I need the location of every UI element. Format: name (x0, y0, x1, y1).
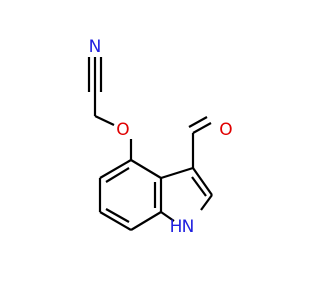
molecule-diagram: N O O H N (87, 37, 233, 237)
indole-hydrogen-label: H (170, 217, 183, 237)
pyrrole-ring (160, 166, 213, 222)
indole-nitrogen-label: N (182, 217, 195, 237)
structure-canvas: N O O H N (87, 37, 233, 237)
ether-oxygen-label: O (116, 120, 129, 140)
nitrile-nitrogen-label: N (89, 37, 102, 57)
aldehyde-group (188, 116, 212, 168)
bond-ch2-oxygen (94, 115, 115, 126)
nitrile-triple-bond (87, 57, 103, 92)
aldehyde-oxygen-label: O (219, 120, 232, 140)
benzene-ring (98, 159, 163, 231)
